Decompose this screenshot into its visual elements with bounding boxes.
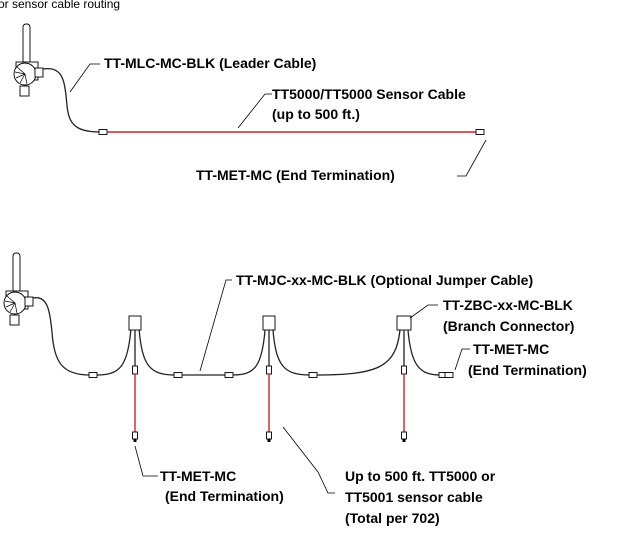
connector-branch-2-out — [308, 372, 318, 378]
leader-cable-label: TT-MLC-MC-BLK (Leader Cable) — [104, 55, 316, 71]
connector-1 — [88, 372, 98, 378]
branch-connector-label-2: (Branch Connector) — [443, 318, 574, 334]
cable-to-branch-3 — [316, 329, 401, 376]
leader-cable — [32, 297, 98, 376]
top-diagram: TT-MLC-MC-BLK (Leader Cable) TT5000/TT50… — [13, 23, 487, 183]
cable-from-branch-2 — [272, 329, 311, 376]
drop-3-end-termination — [401, 431, 407, 443]
leader-connector — [98, 129, 108, 135]
bottom-end-pointer — [134, 445, 158, 477]
right-end-pointer — [454, 348, 470, 371]
cable-to-branch-1 — [96, 327, 132, 376]
jumper-cable — [138, 327, 228, 376]
sensor-note-label-3: (Total per 702) — [345, 510, 440, 526]
sensor-note-label-2: TT5001 sensor cable — [345, 489, 483, 505]
end-termination-pointer — [457, 139, 487, 177]
bottom-end-label-1: TT-MET-MC — [160, 468, 236, 484]
drop-3-connector — [401, 365, 407, 375]
controller-device-icon — [13, 23, 44, 97]
jumper-connector-left — [173, 372, 183, 378]
cable-to-branch-2 — [232, 329, 266, 376]
end-termination-plug — [475, 129, 485, 135]
header-cut-text: or sensor cable routing — [0, 0, 120, 11]
cable-to-end — [407, 329, 441, 376]
sensor-cable-pointer — [237, 93, 272, 129]
right-end-label-1: TT-MET-MC — [473, 341, 549, 357]
right-end-label-2: (End Termination) — [468, 362, 587, 378]
controller-device-icon — [3, 252, 34, 326]
sensor-note-label-1: Up to 500 ft. TT5000 or — [345, 468, 496, 484]
branch-connector-3 — [396, 315, 412, 331]
bottom-diagram: TT-MJC-xx-MC-BLK (Optional Jumper Cable)… — [3, 252, 587, 526]
leader-cable-pointer — [69, 63, 100, 93]
jumper-pointer — [199, 279, 232, 372]
end-termination-label: TT-MET-MC (End Termination) — [196, 167, 395, 183]
end-termination-plug — [444, 372, 454, 378]
branch-connector-1 — [128, 315, 142, 331]
sensor-cable-label-2: (up to 500 ft.) — [272, 106, 360, 122]
branch-connector-pointer — [409, 304, 438, 319]
sensor-cable-label-1: TT5000/TT5000 Sensor Cable — [272, 86, 466, 102]
jumper-cable-label: TT-MJC-xx-MC-BLK (Optional Jumper Cable) — [236, 272, 533, 288]
drop-1-connector — [132, 365, 138, 375]
branch-connector-label-1: TT-ZBC-xx-MC-BLK — [443, 297, 573, 313]
drop-1-end-termination — [132, 431, 138, 443]
sensor-note-pointer — [282, 426, 335, 494]
branch-connector-2 — [262, 315, 276, 331]
drop-2-connector — [266, 365, 272, 375]
jumper-connector-right — [224, 372, 234, 378]
bottom-end-label-2: (End Termination) — [165, 488, 284, 504]
leader-cable — [42, 67, 101, 133]
drop-2-end-termination — [266, 431, 272, 443]
